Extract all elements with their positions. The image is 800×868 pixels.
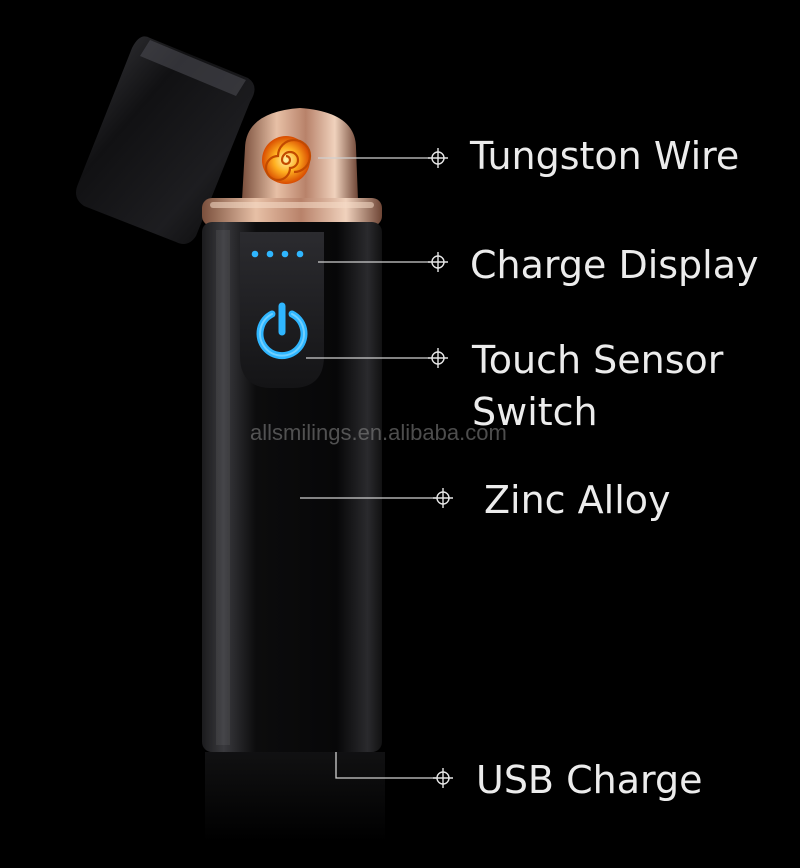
callout-zinc-alloy: Zinc Alloy [484,478,671,522]
crosshair-markers [428,148,453,788]
callout-touch-sensor: Touch Sensor Switch [472,334,723,438]
callout-charge-display: Charge Display [470,243,759,287]
floor-reflection [205,752,385,842]
crosshair-icon [433,488,453,508]
crosshair-icon [428,348,448,368]
callout-touch-sensor-line1: Touch Sensor [472,338,724,382]
crosshair-icon [428,148,448,168]
lighter-lid [76,36,255,245]
watermark: allsmilings.en.alibaba.com [250,420,507,445]
leader-lines [300,157,436,779]
callout-tungsten-wire: Tungston Wire [470,134,740,178]
ignition-head [202,108,382,226]
callout-touch-sensor-line2: Switch [472,390,598,434]
callout-usb-charge: USB Charge [476,758,703,802]
charge-leds [251,250,304,258]
crosshair-icon [428,252,448,272]
power-icon [256,302,308,360]
crosshair-icon [433,768,453,788]
